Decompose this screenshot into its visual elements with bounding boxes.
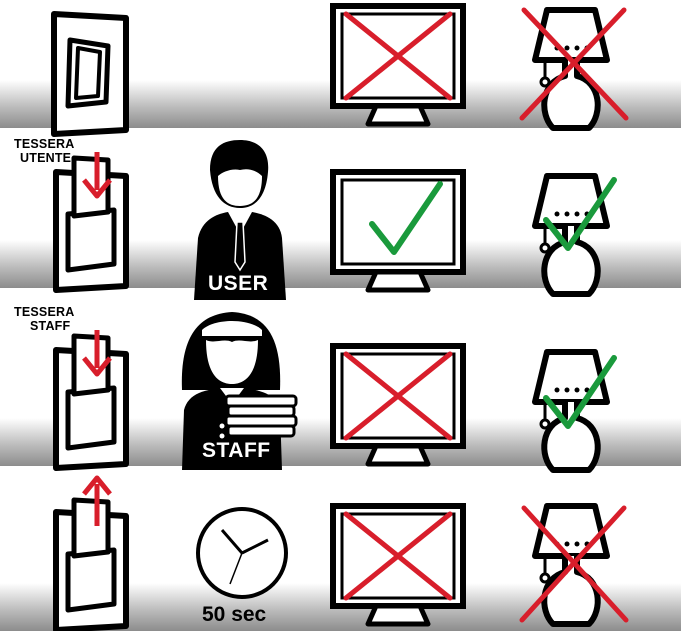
card-holder-icon: [56, 158, 126, 290]
card-holder-icon: [56, 336, 126, 468]
card-holder-icon: [56, 500, 126, 630]
card-label-line2: UTENTE: [20, 152, 71, 165]
lamp-icon: [535, 352, 607, 470]
staff-badge: STAFF: [202, 440, 271, 461]
tv-icon: [333, 172, 463, 290]
tv-icon: [333, 506, 463, 624]
tv-icon: [333, 346, 463, 464]
card-label-line2: STAFF: [30, 320, 70, 333]
clock-icon: [198, 509, 286, 597]
tv-icon: [333, 6, 463, 124]
card-label-line1: TESSERA: [14, 138, 74, 151]
light-switch-icon: [54, 14, 126, 134]
timer-label: 50 sec: [202, 604, 266, 625]
card-label-line1: TESSERA: [14, 306, 74, 319]
user-badge: USER: [208, 273, 268, 294]
lamp-icon: [535, 176, 607, 294]
